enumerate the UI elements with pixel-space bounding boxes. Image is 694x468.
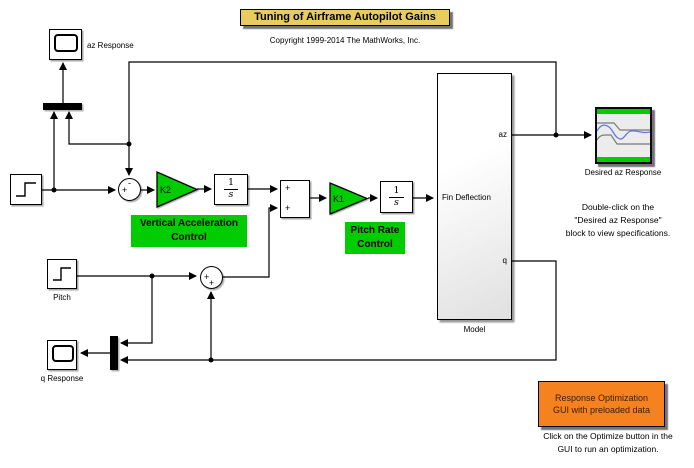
gain-k1-block[interactable]: K1 xyxy=(329,182,369,216)
response-optimization-gui-block[interactable]: Response Optimization GUI with preloaded… xyxy=(538,381,665,427)
gain-k2-block[interactable]: K2 xyxy=(156,171,199,209)
integrator-icon: 1 s xyxy=(215,175,247,204)
step-icon xyxy=(53,267,71,281)
constraint-bar-top xyxy=(597,109,650,114)
pitch-step-block[interactable] xyxy=(47,259,77,289)
optimize-note: Click on the Optimize button in the GUI … xyxy=(527,430,689,456)
pitch-rate-label: Pitch Rate Control xyxy=(345,222,405,254)
model-port-q: q xyxy=(502,256,507,265)
gain-triangle-icon xyxy=(329,182,369,215)
az-mux-block[interactable] xyxy=(43,103,82,110)
sum-sign-plus-bottom: + xyxy=(209,278,215,288)
sum-rect-sign1: + xyxy=(285,183,291,193)
integrator2-block[interactable]: 1 s xyxy=(380,181,413,213)
gain-k2-label: K2 xyxy=(160,185,172,195)
va-label-line2: Control xyxy=(171,232,207,243)
az-scope-label: az Response xyxy=(87,41,134,50)
orange-block-line2: GUI with preloaded data xyxy=(552,405,651,415)
desired-note: Double-click on the "Desired az Response… xyxy=(537,201,694,240)
va-label-line1: Vertical Acceleration xyxy=(139,218,238,229)
integrator-numerator: 1 xyxy=(389,185,404,198)
desired-note-line1: Double-click on the xyxy=(581,202,655,212)
constraint-bar-bottom xyxy=(597,157,650,162)
integrator1-block[interactable]: 1 s xyxy=(214,174,248,205)
junction-dots xyxy=(51,132,559,363)
sum-pitch-block[interactable]: + + xyxy=(200,266,223,289)
q-scope-label: q Response xyxy=(40,374,84,383)
optimize-note-line2: GUI to run an optimization. xyxy=(557,444,659,454)
title-banner: Tuning of Airframe Autopilot Gains xyxy=(240,9,450,26)
sum-sign-plus-left: + xyxy=(204,272,210,282)
integrator-denominator: s xyxy=(394,196,399,208)
pr-label-line1: Pitch Rate xyxy=(350,225,400,236)
sum-sign-minus: - xyxy=(128,178,131,188)
integrator-numerator: 1 xyxy=(223,177,239,190)
model-subsystem-block[interactable]: az Fin Deflection q xyxy=(437,73,512,320)
sum-rect-block[interactable]: + + xyxy=(280,180,310,218)
copyright-text: Copyright 1999-2014 The MathWorks, Inc. xyxy=(269,36,421,45)
integrator-icon: 1 s xyxy=(381,182,412,212)
desired-scope-label: Desired az Response xyxy=(584,168,662,177)
scope-icon xyxy=(52,345,74,362)
pr-label-line2: Control xyxy=(357,239,393,250)
sum-sign-plus: + xyxy=(122,185,128,195)
q-scope-block[interactable] xyxy=(47,340,77,370)
optimize-note-line1: Click on the Optimize button in the xyxy=(543,431,673,441)
step-source-block[interactable] xyxy=(10,174,42,205)
sum-rect-sign2: + xyxy=(285,203,291,213)
q-mux-block[interactable] xyxy=(110,336,118,370)
desired-note-line3: block to view specifications. xyxy=(565,228,671,238)
sum-az-block[interactable]: + - xyxy=(118,178,141,201)
vertical-acceleration-label: Vertical Acceleration Control xyxy=(131,215,247,247)
gain-k1-label: K1 xyxy=(333,194,345,204)
pitch-label: Pitch xyxy=(53,293,71,302)
integrator-denominator: s xyxy=(228,189,234,200)
az-scope-block[interactable] xyxy=(49,29,82,60)
model-label: Model xyxy=(463,325,486,334)
response-plot-icon xyxy=(597,122,650,145)
model-port-fin-deflection: Fin Deflection xyxy=(442,193,491,202)
scope-icon xyxy=(54,34,78,52)
desired-note-line2: "Desired az Response" xyxy=(574,215,662,225)
step-icon xyxy=(16,182,36,197)
model-port-az: az xyxy=(498,130,507,139)
orange-block-line1: Response Optimization xyxy=(554,393,649,403)
gain-triangle-icon xyxy=(156,171,199,208)
desired-az-response-block[interactable] xyxy=(595,107,652,164)
